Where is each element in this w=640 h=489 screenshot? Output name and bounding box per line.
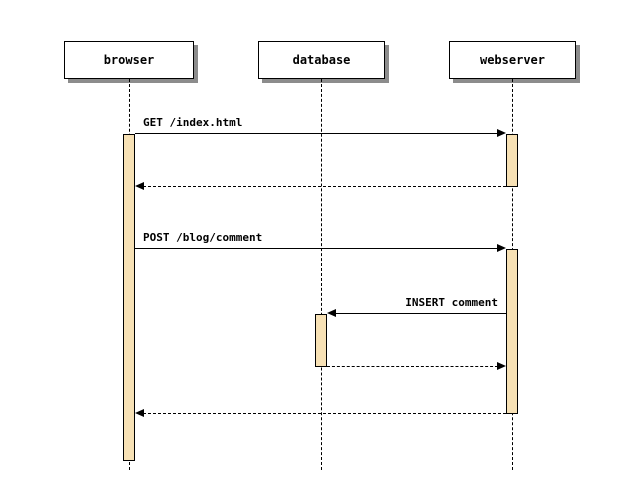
message-label: POST /blog/comment: [143, 231, 263, 244]
activation-bar-webserver: [506, 249, 518, 414]
message-arrowhead-icon: [135, 182, 144, 190]
message-label: GET /index.html: [143, 116, 243, 129]
participant-label-database: database: [292, 53, 351, 67]
activation-bar-browser: [123, 134, 135, 461]
participant-box-database: database: [258, 41, 385, 79]
participant-label-webserver: webserver: [479, 53, 546, 67]
message-arrowhead-icon: [135, 409, 144, 417]
lifeline-database: [321, 79, 322, 470]
message-arrowhead-icon: [497, 129, 506, 137]
message-label: INSERT comment: [405, 296, 498, 309]
message-line: [327, 366, 498, 367]
message-line: [135, 248, 498, 249]
activation-bar-database: [315, 314, 327, 367]
message-line: [143, 413, 506, 414]
participant-box-webserver: webserver: [449, 41, 576, 79]
message-line: [143, 186, 506, 187]
message-line: [135, 133, 498, 134]
participant-box-browser: browser: [64, 41, 194, 79]
message-arrowhead-icon: [497, 362, 506, 370]
message-arrowhead-icon: [327, 309, 336, 317]
message-line: [335, 313, 506, 314]
message-arrowhead-icon: [497, 244, 506, 252]
activation-bar-webserver: [506, 134, 518, 187]
participant-label-browser: browser: [103, 53, 155, 67]
